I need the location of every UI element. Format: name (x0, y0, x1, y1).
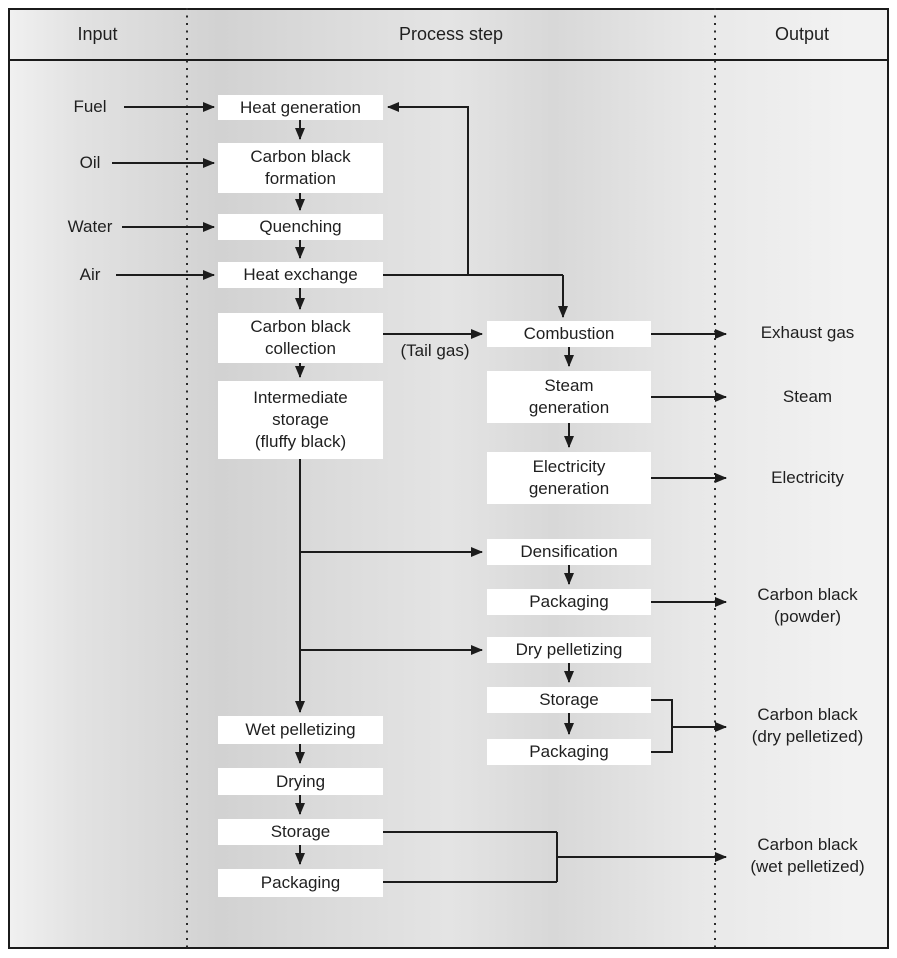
step-combustion: Combustion (487, 321, 651, 347)
input-label-oil: Oil (79, 153, 101, 172)
step-carbon-black-collection: Carbon black collection (218, 313, 383, 363)
output-label-steam: Steam (782, 387, 833, 406)
header-process-step: Process step (398, 24, 504, 44)
step-heat-generation: Heat generation (218, 95, 383, 120)
output-label-carbon-black-dry-pelletized: Carbon black (dry pelletized) (751, 705, 864, 746)
step-dry-pelletizing: Dry pelletizing (487, 637, 651, 663)
input-label-air: Air (79, 265, 101, 284)
step-drying: Drying (218, 768, 383, 795)
step-carbon-black-formation: Carbon black formation (218, 143, 383, 193)
step-heat-exchange: Heat exchange (218, 262, 383, 288)
output-label-exhaust-gas: Exhaust gas (760, 323, 855, 342)
tail-gas-annotation: (Tail gas) (400, 341, 470, 360)
step-densification: Densification (487, 539, 651, 565)
tail-gas-recycle-lines (383, 102, 568, 339)
step-packaging-wet: Packaging (218, 869, 383, 897)
header-output: Output (774, 24, 830, 44)
step-wet-pelletizing: Wet pelletizing (218, 716, 383, 744)
diagram-border (8, 8, 889, 949)
output-label-carbon-black-powder: Carbon black (powder) (757, 585, 858, 626)
step-electricity-generation: Electricity generation (487, 452, 651, 504)
step-intermediate-storage: Intermediate storage (fluffy black) (218, 381, 383, 459)
output-label-carbon-black-wet-pelletized: Carbon black (wet pelletized) (750, 835, 865, 876)
input-label-water: Water (67, 217, 113, 236)
output-label-electricity: Electricity (771, 468, 844, 487)
branch-arrows (300, 547, 483, 655)
output-arrows (383, 329, 727, 883)
step-quenching: Quenching (218, 214, 383, 240)
step-packaging-powder: Packaging (487, 589, 651, 615)
step-storage-wet: Storage (218, 819, 383, 845)
step-storage-dry: Storage (487, 687, 651, 713)
header-input: Input (77, 24, 118, 44)
input-arrows (112, 102, 215, 280)
step-steam-generation: Steam generation (487, 371, 651, 423)
input-label-fuel: Fuel (73, 97, 107, 116)
step-packaging-dry: Packaging (487, 739, 651, 765)
